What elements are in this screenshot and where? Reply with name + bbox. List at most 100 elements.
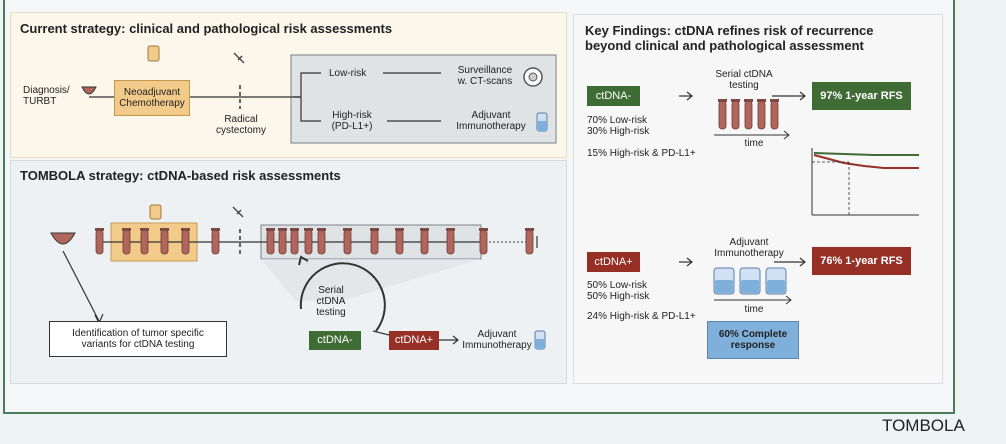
blood-tube-icon [290, 229, 299, 255]
tube-group [95, 228, 534, 255]
iv-bag-group [713, 267, 787, 295]
km-curve-negative [813, 152, 919, 156]
blood-tube-cap [140, 228, 149, 231]
scalpel-icon [233, 52, 245, 64]
adjuvant-label: Adjuvant Immunotherapy [456, 110, 526, 132]
high-risk-label: High-risk (PD-L1+) [331, 110, 373, 132]
blood-tube-cap [744, 99, 753, 102]
blood-tube-icon [95, 229, 104, 255]
ctdna-negative-badge: ctDNA- [309, 331, 361, 350]
neg-pdl1-stat: 15% High-risk & PD-L1+ [587, 148, 696, 159]
complete-response-box: 60% Complete response [707, 321, 799, 359]
blood-tube-icon [770, 100, 779, 130]
cystectomy-label: Radical cystectomy [215, 114, 266, 136]
panel-findings-title: Key Findings: ctDNA refines risk of recu… [585, 23, 874, 53]
arrow-head [783, 130, 790, 140]
pos-arrow [372, 330, 390, 336]
serial-testing-label: Serial ctDNA testing [316, 285, 346, 318]
branch-lines [293, 72, 321, 122]
identification-box: Identification of tumor specific variant… [49, 321, 227, 357]
panel-current-title: Current strategy: clinical and pathologi… [20, 21, 393, 36]
blood-tube-cap [95, 228, 104, 231]
blood-tube-icon [140, 229, 149, 255]
footer-label: TOMBOLA [882, 416, 965, 435]
blood-tube-icon [160, 229, 169, 255]
blood-tube-icon [446, 229, 455, 255]
blood-tube-cap [718, 99, 727, 102]
blood-tube-cap [160, 228, 169, 231]
iv-bag-fill [715, 280, 733, 293]
adjuvant-label: Adjuvant Immunotherapy [462, 329, 532, 351]
arrow-head [686, 257, 693, 267]
arrow-head [785, 295, 792, 305]
blood-tube-cap [757, 99, 766, 102]
blood-tube-icon [395, 229, 404, 255]
neg-risk-stats: 70% Low-risk 30% High-risk [587, 115, 650, 137]
pos-time-label: time [744, 304, 764, 315]
panel-findings-graphics [679, 91, 919, 305]
blood-tube-cap [211, 228, 220, 231]
low-risk-label: Low-risk [329, 68, 367, 79]
blood-tube-cap [181, 228, 190, 231]
iv-bag-fill [767, 280, 785, 293]
ctdna-positive-badge: ctDNA+ [389, 331, 439, 350]
panel-current-graphics [81, 45, 557, 144]
pos-pdl1-stat: 24% High-risk & PD-L1+ [587, 311, 696, 322]
bladder-icon [81, 86, 97, 95]
blood-tube-icon [479, 229, 488, 255]
panel-tombola-strategy: TOMBOLA strategy: ctDNA-based risk asses… [10, 160, 567, 384]
immunotherapy-bag-icon [535, 339, 545, 349]
blood-tube-icon [181, 229, 190, 255]
blood-tube-cap [479, 228, 488, 231]
blood-tube-icon [317, 229, 326, 255]
blood-tube-icon [278, 229, 287, 255]
blood-tube-icon [744, 100, 753, 130]
blood-tube-icon [122, 229, 131, 255]
bladder-arrow [62, 250, 100, 322]
panel-tombola-graphics [50, 204, 546, 350]
blood-tube-cap [770, 99, 779, 102]
pos-rfs-result: 76% 1-year RFS [812, 247, 911, 275]
bladder-icon [50, 232, 76, 245]
panel-current-strategy: Current strategy: clinical and pathologi… [10, 12, 567, 158]
panel-tombola-title: TOMBOLA strategy: ctDNA-based risk asses… [20, 168, 341, 183]
blood-tube-icon [370, 229, 379, 255]
blood-tube-cap [343, 228, 352, 231]
blood-tube-icon [266, 229, 275, 255]
blood-tube-cap [420, 228, 429, 231]
blood-tube-cap [317, 228, 326, 231]
arrow-head [686, 91, 693, 101]
iv-bag-icon [149, 204, 162, 220]
blood-tube-cap [395, 228, 404, 231]
surveillance-label: Surveillance w. CT-scans [457, 65, 513, 87]
neg-rfs-result: 97% 1-year RFS [812, 82, 911, 110]
cycle-arrow-head [298, 255, 309, 266]
outcome-area [290, 54, 557, 144]
scalpel-icon [232, 206, 244, 218]
tube-group [718, 99, 779, 130]
blood-tube-icon [211, 229, 220, 255]
finding-ctdna-positive-badge: ctDNA+ [587, 252, 640, 272]
finding-ctdna-negative-badge: ctDNA- [587, 86, 640, 106]
neoadjuvant-box: Neoadjuvant Chemotherapy [114, 80, 190, 116]
pos-process-label: Adjuvant Immunotherapy [714, 237, 784, 259]
blood-tube-cap [290, 228, 299, 231]
km-curve-positive [813, 154, 919, 169]
panel-key-findings: Key Findings: ctDNA refines risk of recu… [573, 14, 943, 384]
blood-tube-cap [278, 228, 287, 231]
blood-tube-icon [420, 229, 429, 255]
arrow-head [799, 257, 806, 267]
blood-tube-cap [304, 228, 313, 231]
blood-tube-icon [718, 100, 727, 130]
zoom-wedge [261, 259, 481, 301]
ct-scanner-icon [528, 72, 538, 82]
iv-bag-fill [741, 280, 759, 293]
blood-tube-cap [266, 228, 275, 231]
arrow-head [452, 335, 459, 345]
neg-process-label: Serial ctDNA testing [715, 69, 773, 91]
diagnosis-label: Diagnosis/ TURBT [23, 85, 70, 107]
blood-tube-cap [731, 99, 740, 102]
pos-risk-stats: 50% Low-risk 50% High-risk [587, 280, 650, 302]
immunotherapy-bag-icon [537, 121, 547, 131]
iv-bag-icon [147, 45, 160, 62]
